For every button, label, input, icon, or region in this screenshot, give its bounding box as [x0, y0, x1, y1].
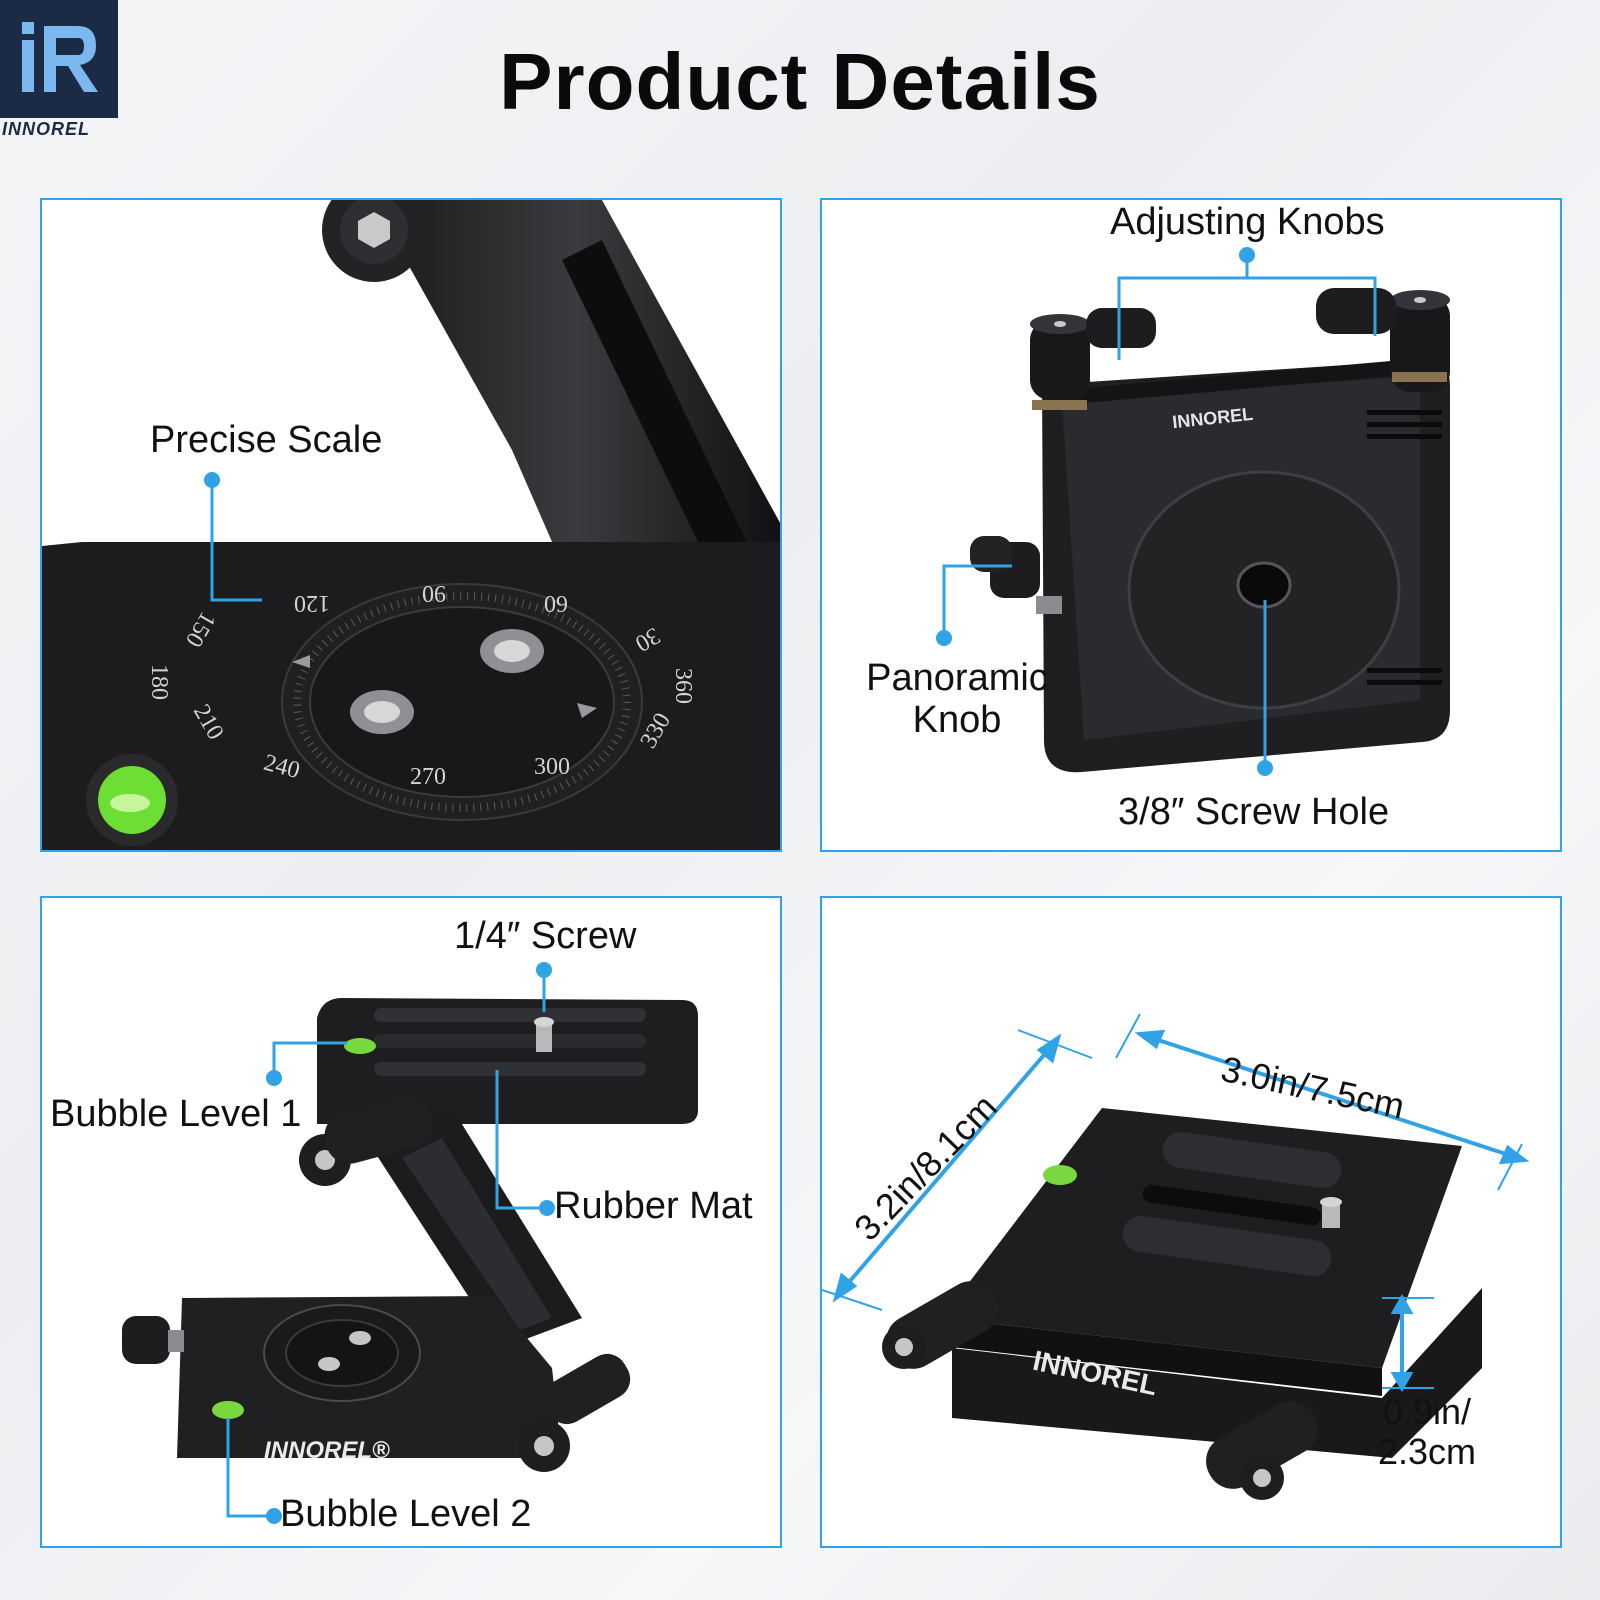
- dial-number: 180: [146, 664, 172, 700]
- label-rubber-mat: Rubber Mat: [554, 1185, 753, 1227]
- label-panoramic-line2: Knob: [912, 698, 1002, 741]
- label-panoramic-line1: Panoramic: [866, 657, 1048, 699]
- page-title: Product Details: [499, 37, 1101, 126]
- logo-wordmark: INNOREL: [2, 119, 90, 139]
- device-brand-mark: INNOREL®: [264, 1437, 390, 1464]
- label-bubble-level-2: Bubble Level 2: [280, 1493, 532, 1535]
- label-panoramic-knob: Panoramic Knob: [842, 657, 1072, 742]
- dial-number: 120: [294, 590, 330, 616]
- top-view-illustration: INNOREL: [822, 200, 1560, 850]
- dial-number: 270: [410, 764, 446, 790]
- label-bubble-level-1: Bubble Level 1: [50, 1093, 302, 1135]
- brand-logo: INNOREL: [0, 0, 130, 140]
- dial-number: 60: [544, 590, 568, 616]
- logo-mark: [0, 0, 118, 118]
- dial-number: 300: [534, 754, 570, 780]
- label-precise-scale: Precise Scale: [150, 419, 383, 461]
- dimension-height-label: 0.9in/ 2.3cm: [1362, 1392, 1492, 1471]
- side-view-illustration: INNOREL®: [42, 898, 780, 1546]
- label-screw: 1/4″ Screw: [454, 915, 637, 957]
- dimension-height-line2: 2.3cm: [1377, 1430, 1477, 1472]
- dial-number: 360: [670, 668, 696, 704]
- panel-top-view: INNOREL Adjusting Knobs Panoramic Knob 3…: [820, 198, 1562, 852]
- scale-illustration: 120 90 60 30 360 330 300 270 240 210 180…: [42, 200, 780, 850]
- panel-dimensions: INNOREL 3.0in/7.5cm 3.2in/8.1cm 0.9in/ 2…: [820, 896, 1562, 1548]
- dial-number: 90: [422, 580, 446, 606]
- panel-precise-scale: 120 90 60 30 360 330 300 270 240 210 180…: [40, 198, 782, 852]
- label-screw-hole: 3/8″ Screw Hole: [1118, 791, 1390, 833]
- dimension-height-line1: 0.9in/: [1382, 1391, 1472, 1432]
- panel-side-view: INNOREL® 1/4″ Screw Bubble Level 1 Rubbe…: [40, 896, 782, 1548]
- dimensions-illustration: INNOREL: [822, 898, 1560, 1546]
- label-adjusting-knobs: Adjusting Knobs: [1110, 201, 1385, 243]
